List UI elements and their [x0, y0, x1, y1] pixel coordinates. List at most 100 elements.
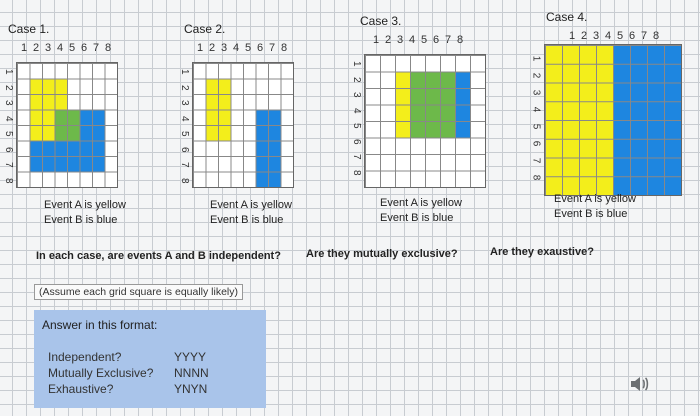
col-label: 4 — [408, 34, 416, 46]
probability-grid — [544, 44, 682, 196]
row-label: 4 — [350, 107, 362, 114]
probability-grid — [364, 54, 486, 188]
col-label: 4 — [232, 42, 240, 54]
speaker-icon[interactable] — [628, 372, 652, 396]
col-label: 7 — [640, 30, 648, 42]
event-labels: Event A is yellow Event B is blue — [210, 198, 292, 228]
col-label: 3 — [44, 42, 52, 54]
row-label: 3 — [178, 99, 190, 106]
row-label: 2 — [178, 84, 190, 91]
col-label: 6 — [432, 34, 440, 46]
row-label: 1 — [530, 55, 542, 62]
event-labels: Event A is yellow Event B is blue — [44, 198, 126, 228]
col-label: 6 — [256, 42, 264, 54]
grid-lines — [545, 45, 681, 195]
answer-row-value: YNYN — [174, 382, 208, 396]
row-label: 1 — [178, 68, 190, 75]
event-labels: Event A is yellow Event B is blue — [380, 196, 462, 226]
row-label: 3 — [350, 91, 362, 98]
col-label: 3 — [592, 30, 600, 42]
row-label: 3 — [530, 89, 542, 96]
event-a-label: Event A is yellow — [210, 199, 292, 211]
col-label: 8 — [456, 34, 464, 46]
row-label: 8 — [530, 174, 542, 181]
row-label: 5 — [530, 123, 542, 130]
question-independent: In each case, are events A and B indepen… — [36, 250, 281, 262]
grid-lines — [17, 63, 117, 187]
row-label: 5 — [350, 122, 362, 129]
col-label: 1 — [20, 42, 28, 54]
row-label: 3 — [2, 99, 14, 106]
question-exhaustive: Are they exaustive? — [490, 246, 594, 258]
col-label: 5 — [244, 42, 252, 54]
row-label: 1 — [2, 68, 14, 75]
probability-grid — [192, 62, 294, 188]
question-mutually-exclusive: Are they mutually exclusive? — [306, 248, 458, 260]
col-label: 3 — [396, 34, 404, 46]
row-label: 4 — [530, 106, 542, 113]
col-label: 1 — [568, 30, 576, 42]
col-label: 5 — [616, 30, 624, 42]
col-label: 6 — [80, 42, 88, 54]
row-label: 4 — [2, 115, 14, 122]
row-label: 2 — [530, 72, 542, 79]
row-label: 6 — [178, 146, 190, 153]
col-label: 2 — [580, 30, 588, 42]
col-label: 8 — [104, 42, 112, 54]
row-label: 7 — [2, 161, 14, 168]
col-label: 2 — [32, 42, 40, 54]
event-b-label: Event B is blue — [210, 214, 284, 226]
case-title: Case 1. — [8, 22, 50, 36]
event-a-label: Event A is yellow — [44, 199, 126, 211]
event-labels: Event A is yellow Event B is blue — [554, 192, 636, 222]
row-label: 1 — [350, 60, 362, 67]
event-b-label: Event B is blue — [44, 214, 118, 226]
event-b-label: Event B is blue — [380, 212, 454, 224]
event-a-label: Event A is yellow — [380, 197, 462, 209]
answer-row-label: Exhaustive? — [48, 382, 114, 396]
col-label: 6 — [628, 30, 636, 42]
assumption-note: (Assume each grid square is equally like… — [34, 284, 244, 300]
row-label: 6 — [530, 140, 542, 147]
row-label: 2 — [350, 76, 362, 83]
row-label: 8 — [178, 177, 190, 184]
col-label: 5 — [420, 34, 428, 46]
row-label: 4 — [178, 115, 190, 122]
answer-format-box: Answer in this format: Independent? YYYY… — [34, 310, 266, 408]
grid-lines — [365, 55, 485, 187]
row-label: 5 — [2, 130, 14, 137]
case-title: Case 2. — [184, 22, 226, 36]
col-label: 2 — [208, 42, 216, 54]
row-label: 2 — [2, 84, 14, 91]
row-label: 7 — [350, 153, 362, 160]
row-label: 6 — [2, 146, 14, 153]
col-label: 8 — [280, 42, 288, 54]
col-label: 2 — [384, 34, 392, 46]
answer-row-label: Independent? — [48, 350, 122, 364]
case-title: Case 4. — [546, 10, 588, 24]
col-label: 4 — [56, 42, 64, 54]
event-b-label: Event B is blue — [554, 208, 628, 220]
answer-row-value: YYYY — [174, 350, 207, 364]
col-label: 7 — [444, 34, 452, 46]
row-label: 8 — [350, 169, 362, 176]
col-label: 1 — [196, 42, 204, 54]
grid-lines — [193, 63, 293, 187]
col-label: 7 — [92, 42, 100, 54]
col-label: 3 — [220, 42, 228, 54]
row-label: 7 — [178, 161, 190, 168]
col-label: 5 — [68, 42, 76, 54]
row-label: 7 — [530, 157, 542, 164]
probability-grid — [16, 62, 118, 188]
